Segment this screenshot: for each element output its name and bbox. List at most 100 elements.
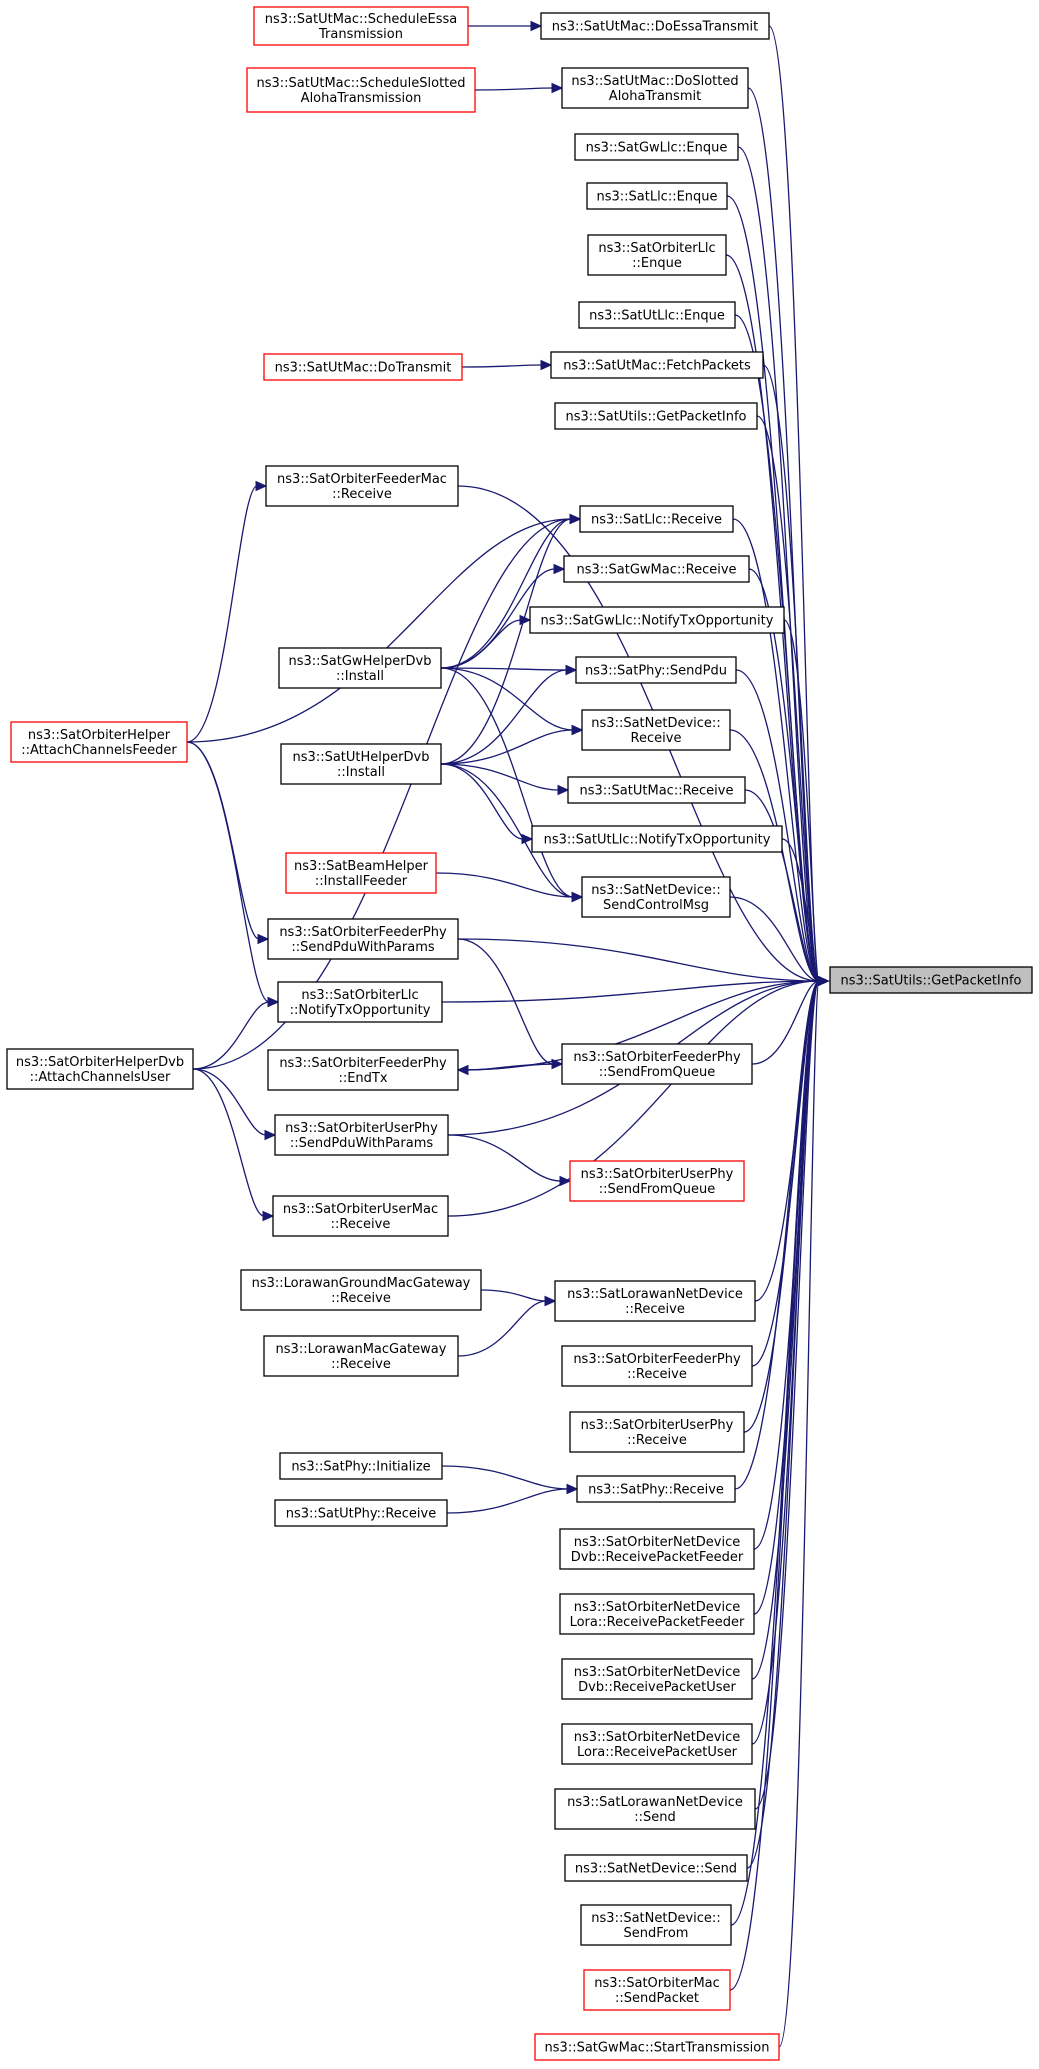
function-node[interactable]: ns3::SatPhy::Receive: [576, 1475, 736, 1503]
node-box[interactable]: [561, 1658, 753, 1700]
function-node[interactable]: ns3::SatOrbiterUserPhy::Receive: [569, 1411, 745, 1453]
node-box[interactable]: [829, 966, 1033, 994]
node-box[interactable]: [587, 234, 727, 276]
node-box[interactable]: [580, 1904, 732, 1946]
node-box[interactable]: [583, 1969, 731, 2011]
node-box[interactable]: [578, 301, 736, 329]
node-box[interactable]: [263, 353, 463, 381]
function-node[interactable]: ns3::SatLlc::Receive: [579, 505, 734, 533]
function-node[interactable]: ns3::SatUtPhy::Receive: [274, 1499, 448, 1527]
node-box[interactable]: [576, 1475, 736, 1503]
node-box[interactable]: [277, 981, 443, 1023]
node-box[interactable]: [274, 1499, 448, 1527]
node-box[interactable]: [561, 1345, 753, 1387]
node-box[interactable]: [581, 876, 731, 918]
node-box[interactable]: [10, 721, 188, 763]
function-node[interactable]: ns3::SatUtMac::DoEssaTransmit: [540, 12, 770, 40]
function-node[interactable]: ns3::SatUtLlc::NotifyTxOpportunity: [531, 825, 783, 853]
function-node[interactable]: ns3::SatOrbiterNetDeviceDvb::ReceivePack…: [559, 1528, 755, 1570]
node-box[interactable]: [574, 133, 739, 161]
function-node[interactable]: ns3::SatOrbiterHelper::AttachChannelsFee…: [10, 721, 188, 763]
target-node[interactable]: ns3::SatUtils::GetPacketInfo: [829, 966, 1033, 994]
function-node[interactable]: ns3::SatLorawanNetDevice::Receive: [554, 1280, 756, 1322]
function-node[interactable]: ns3::SatOrbiterFeederPhy::SendPduWithPar…: [267, 918, 459, 960]
function-node[interactable]: ns3::SatUtMac::DoTransmit: [263, 353, 463, 381]
function-node[interactable]: ns3::SatOrbiterLlc::NotifyTxOpportunity: [277, 981, 443, 1023]
function-node[interactable]: ns3::SatNetDevice::Send: [564, 1854, 748, 1882]
node-box[interactable]: [531, 825, 783, 853]
function-node[interactable]: ns3::SatUtLlc::Enque: [578, 301, 736, 329]
node-box[interactable]: [534, 2033, 780, 2061]
node-box[interactable]: [559, 1528, 755, 1570]
function-node[interactable]: ns3::SatOrbiterUserPhy::SendPduWithParam…: [274, 1114, 449, 1156]
function-node[interactable]: ns3::SatOrbiterMac::SendPacket: [583, 1969, 731, 2011]
function-node[interactable]: ns3::SatBeamHelper::InstallFeeder: [285, 852, 437, 894]
function-node[interactable]: ns3::SatNetDevice::Receive: [581, 709, 731, 751]
function-node[interactable]: ns3::SatGwLlc::Enque: [574, 133, 739, 161]
node-box[interactable]: [274, 1114, 449, 1156]
node-box[interactable]: [561, 1723, 753, 1765]
function-node[interactable]: ns3::SatUtMac::Receive: [567, 776, 746, 804]
node-box[interactable]: [272, 1195, 449, 1237]
node-box[interactable]: [554, 402, 758, 430]
function-node[interactable]: ns3::SatOrbiterFeederPhy::EndTx: [267, 1049, 459, 1091]
node-box[interactable]: [263, 1335, 459, 1377]
function-node[interactable]: ns3::SatOrbiterLlc::Enque: [587, 234, 727, 276]
node-box[interactable]: [569, 1411, 745, 1453]
function-node[interactable]: ns3::SatUtMac::ScheduleSlottedAlohaTrans…: [246, 67, 476, 113]
function-node[interactable]: ns3::SatNetDevice::SendControlMsg: [581, 876, 731, 918]
node-box[interactable]: [567, 776, 746, 804]
function-node[interactable]: ns3::SatOrbiterNetDeviceDvb::ReceivePack…: [561, 1658, 753, 1700]
function-node[interactable]: ns3::SatPhy::SendPdu: [575, 656, 737, 684]
node-box[interactable]: [569, 1160, 745, 1202]
node-box[interactable]: [554, 1280, 756, 1322]
function-node[interactable]: ns3::SatOrbiterHelperDvb::AttachChannels…: [6, 1048, 194, 1090]
node-box[interactable]: [564, 1854, 748, 1882]
node-box[interactable]: [529, 606, 785, 634]
node-box[interactable]: [550, 351, 764, 379]
node-box[interactable]: [561, 1043, 753, 1085]
function-node[interactable]: ns3::SatOrbiterNetDeviceLora::ReceivePac…: [561, 1723, 753, 1765]
node-box[interactable]: [581, 709, 731, 751]
node-box[interactable]: [579, 505, 734, 533]
function-node[interactable]: ns3::LorawanGroundMacGateway::Receive: [240, 1269, 482, 1311]
node-box[interactable]: [561, 67, 749, 109]
function-node[interactable]: ns3::SatLorawanNetDevice::Send: [554, 1788, 756, 1830]
node-box[interactable]: [280, 743, 442, 785]
function-node[interactable]: ns3::SatUtHelperDvb::Install: [280, 743, 442, 785]
node-box[interactable]: [575, 656, 737, 684]
function-node[interactable]: ns3::SatPhy::Initialize: [279, 1452, 443, 1480]
node-box[interactable]: [267, 1049, 459, 1091]
function-node[interactable]: ns3::SatUtMac::FetchPackets: [550, 351, 764, 379]
node-box[interactable]: [559, 1593, 755, 1635]
function-node[interactable]: ns3::SatOrbiterUserMac::Receive: [272, 1195, 449, 1237]
node-box[interactable]: [279, 1452, 443, 1480]
function-node[interactable]: ns3::SatOrbiterFeederPhy::Receive: [561, 1345, 753, 1387]
node-box[interactable]: [246, 67, 476, 113]
function-node[interactable]: ns3::SatGwHelperDvb::Install: [278, 647, 442, 689]
function-node[interactable]: ns3::SatNetDevice::SendFrom: [580, 1904, 732, 1946]
node-box[interactable]: [554, 1788, 756, 1830]
function-node[interactable]: ns3::SatLlc::Enque: [586, 182, 728, 210]
node-box[interactable]: [586, 182, 728, 210]
node-box[interactable]: [278, 647, 442, 689]
node-box[interactable]: [253, 6, 469, 46]
function-node[interactable]: ns3::SatOrbiterFeederPhy::SendFromQueue: [561, 1043, 753, 1085]
node-box[interactable]: [267, 918, 459, 960]
function-node[interactable]: ns3::SatOrbiterUserPhy::SendFromQueue: [569, 1160, 745, 1202]
node-box[interactable]: [285, 852, 437, 894]
function-node[interactable]: ns3::SatGwLlc::NotifyTxOpportunity: [529, 606, 785, 634]
function-node[interactable]: ns3::SatUtils::GetPacketInfo: [554, 402, 758, 430]
function-node[interactable]: ns3::SatGwMac::StartTransmission: [534, 2033, 780, 2061]
node-box[interactable]: [240, 1269, 482, 1311]
node-box[interactable]: [6, 1048, 194, 1090]
function-node[interactable]: ns3::SatGwMac::Receive: [563, 555, 750, 583]
function-node[interactable]: ns3::LorawanMacGateway::Receive: [263, 1335, 459, 1377]
node-box[interactable]: [265, 465, 459, 507]
function-node[interactable]: ns3::SatOrbiterFeederMac::Receive: [265, 465, 459, 507]
node-box[interactable]: [540, 12, 770, 40]
node-box[interactable]: [563, 555, 750, 583]
function-node[interactable]: ns3::SatOrbiterNetDeviceLora::ReceivePac…: [559, 1593, 755, 1635]
